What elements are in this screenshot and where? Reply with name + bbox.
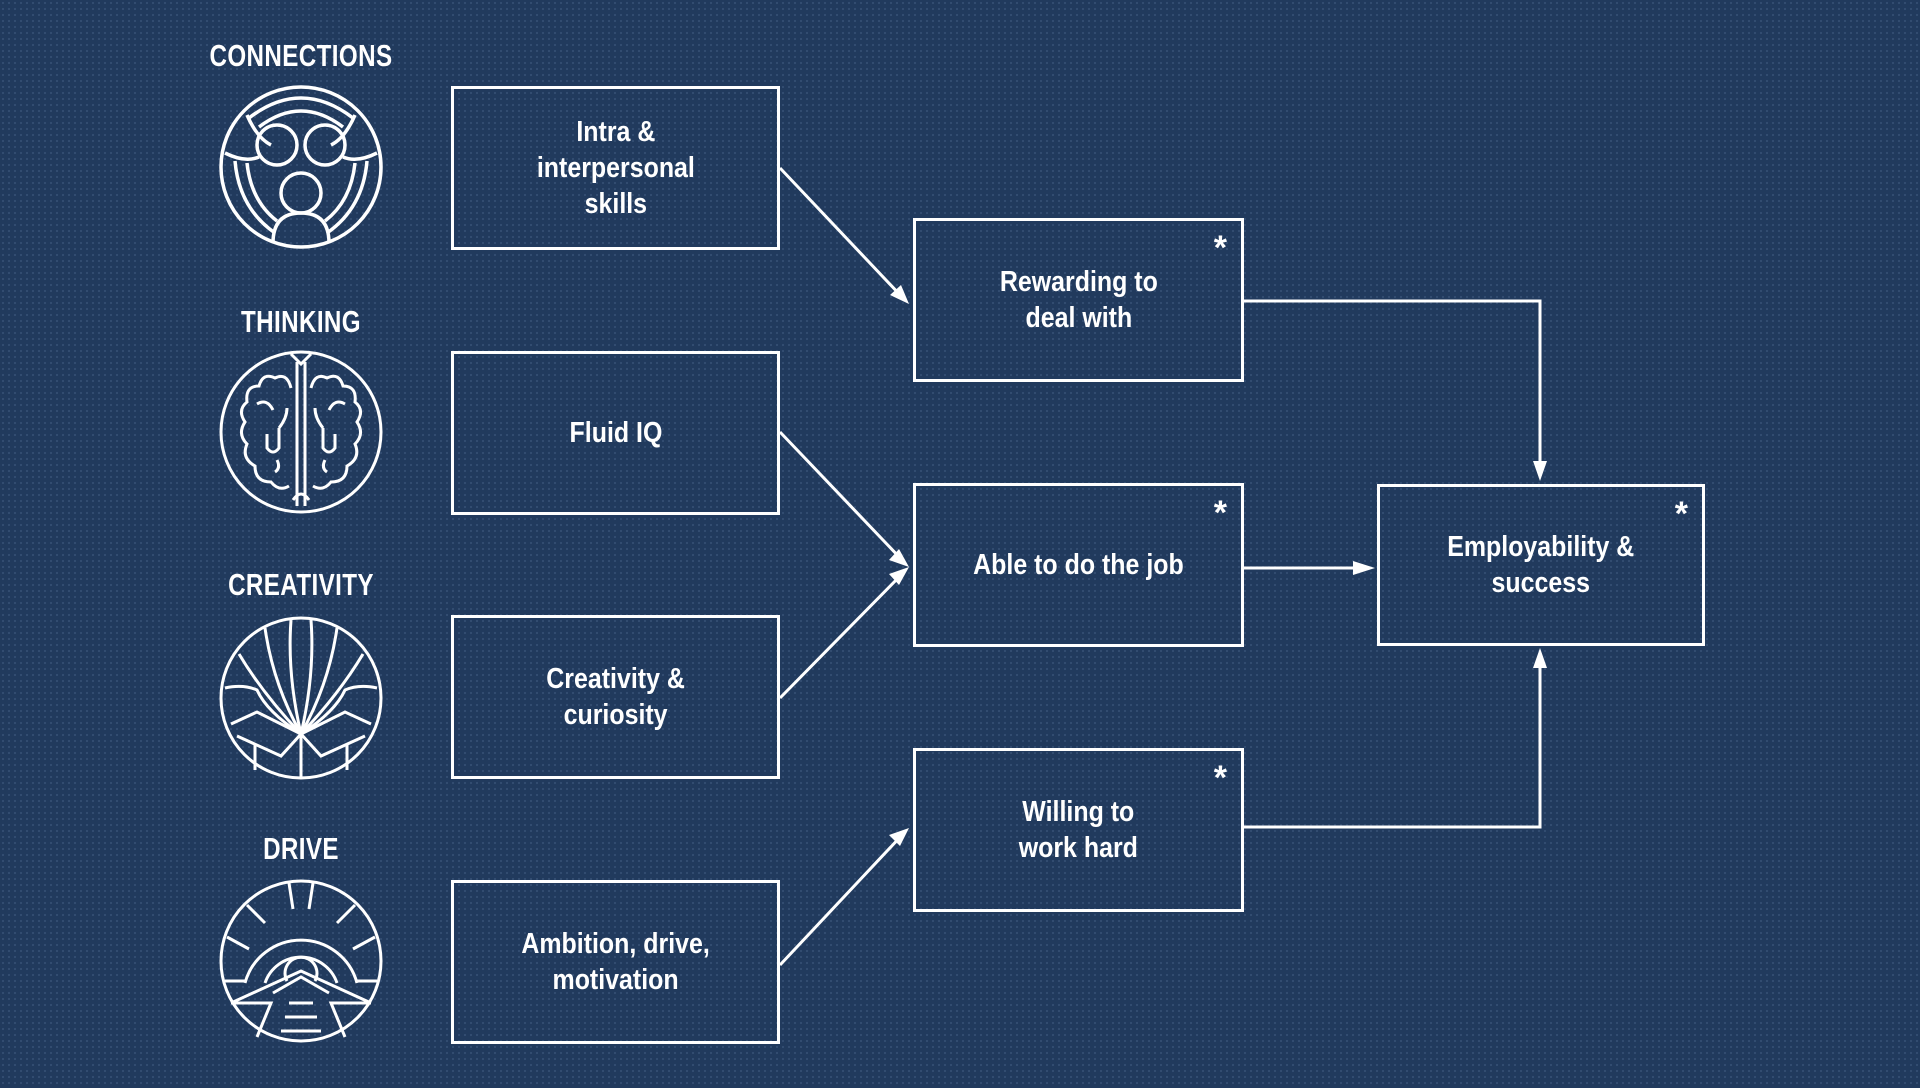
connector-fluidiq-to-able	[778, 430, 905, 563]
trait-box-interpersonal-skills: Intra & interpersonal skills	[451, 86, 780, 250]
outcome-box-able: * Able to do the job	[913, 483, 1244, 647]
arrowhead	[889, 828, 909, 846]
arrowhead	[889, 549, 909, 567]
arrowhead	[889, 567, 909, 585]
arrowhead	[1533, 648, 1547, 668]
connector-willing-to-employability	[1244, 666, 1542, 829]
outcome-label: Able to do the job	[973, 549, 1184, 581]
arrowhead	[1533, 461, 1547, 481]
result-box-employability: * Employability & success	[1377, 484, 1705, 646]
road-tunnel-icon	[219, 879, 383, 1043]
asterisk-marker: *	[1213, 759, 1227, 797]
connector-creativity-to-able	[778, 571, 905, 700]
category-label-thinking: THINKING	[241, 304, 361, 339]
asterisk-marker: *	[1213, 494, 1227, 532]
result-label: Employability & success	[1447, 531, 1635, 599]
asterisk-marker: *	[1674, 495, 1688, 533]
trait-box-fluid-iq: Fluid IQ	[451, 351, 780, 515]
trait-label: Fluid IQ	[569, 417, 662, 449]
arrowhead	[1353, 561, 1375, 575]
open-book-rays-icon	[219, 616, 383, 780]
trait-box-creativity-curiosity: Creativity & curiosity	[451, 615, 780, 779]
connector-ambition-to-willing	[778, 832, 905, 967]
asterisk-marker: *	[1213, 229, 1227, 267]
trait-box-ambition-drive: Ambition, drive, motivation	[451, 880, 780, 1044]
trait-label: Intra & interpersonal skills	[536, 116, 695, 220]
trait-label: Creativity & curiosity	[546, 663, 685, 731]
connector-rewarding-to-employability	[1244, 299, 1542, 462]
category-label-creativity: CREATIVITY	[228, 567, 374, 602]
outcome-box-rewarding: * Rewarding to deal with	[913, 218, 1244, 382]
outcome-label: Willing to work hard	[1018, 796, 1139, 864]
brain-icon	[219, 350, 383, 514]
category-label-drive: DRIVE	[263, 831, 339, 866]
people-group-icon	[219, 85, 383, 249]
connector-interpersonal-to-rewarding	[778, 166, 905, 300]
outcome-box-willing: * Willing to work hard	[913, 748, 1244, 912]
arrowhead	[890, 285, 909, 304]
category-label-connections: CONNECTIONS	[209, 38, 393, 73]
outcome-label: Rewarding to deal with	[999, 266, 1158, 334]
trait-label: Ambition, drive, motivation	[521, 928, 710, 996]
